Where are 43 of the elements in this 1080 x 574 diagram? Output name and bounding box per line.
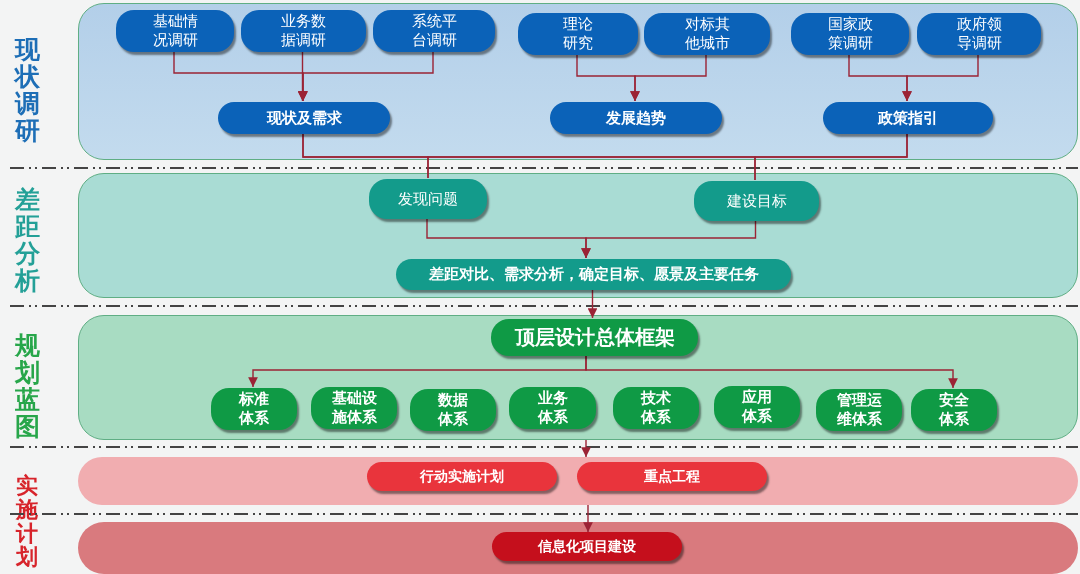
arrow: [298, 50, 434, 102]
stage-label: 规划蓝图: [14, 332, 41, 440]
process-box: 业务数据调研: [241, 10, 366, 52]
process-box: 信息化项目建设: [492, 532, 682, 561]
process-box: 发展趋势: [550, 102, 722, 134]
connector-line: [754, 132, 908, 181]
stage-panel: [78, 315, 1078, 440]
stage-panel: [78, 173, 1078, 298]
arrow: [587, 288, 598, 319]
stage-panel: [78, 522, 1078, 574]
process-box: 发现问题: [369, 179, 487, 219]
arrow: [583, 504, 593, 533]
stage-label: 现状调研: [14, 36, 41, 144]
process-box: 国家政策调研: [791, 13, 909, 55]
process-box: 标准体系: [211, 388, 297, 430]
process-box: 差距对比、需求分析，确定目标、愿景及主要任务: [396, 259, 791, 290]
process-box: 业务体系: [509, 387, 596, 429]
process-box: 基础设施体系: [311, 387, 397, 429]
process-box: 行动实施计划: [367, 462, 557, 491]
stage-panel: [78, 3, 1078, 160]
arrow: [581, 219, 757, 259]
stage-label: 实施计划: [15, 474, 39, 569]
process-box: 基础情况调研: [116, 10, 234, 52]
process-box: 管理运维体系: [816, 389, 902, 431]
process-box: 安全体系: [911, 389, 997, 431]
arrow: [585, 354, 958, 389]
process-box: 政策指引: [823, 102, 993, 134]
process-box: 理论研究: [518, 13, 638, 55]
process-box: 对标其他城市: [644, 13, 770, 55]
process-box: 技术体系: [613, 387, 699, 429]
process-box: 现状及需求: [218, 102, 390, 134]
process-box: 建设目标: [694, 181, 819, 221]
stage-label: 差距分析: [14, 186, 41, 294]
process-box: 政府领导调研: [917, 13, 1041, 55]
stage-panel: [78, 457, 1078, 505]
process-box: 重点工程: [577, 462, 767, 491]
process-box: 系统平台调研: [373, 10, 495, 52]
arrow: [630, 53, 707, 102]
arrow: [902, 53, 979, 102]
arrow: [581, 439, 591, 458]
process-box: 应用体系: [714, 386, 800, 428]
process-box: 顶层设计总体框架: [491, 319, 698, 356]
process-box: 数据体系: [410, 389, 496, 431]
